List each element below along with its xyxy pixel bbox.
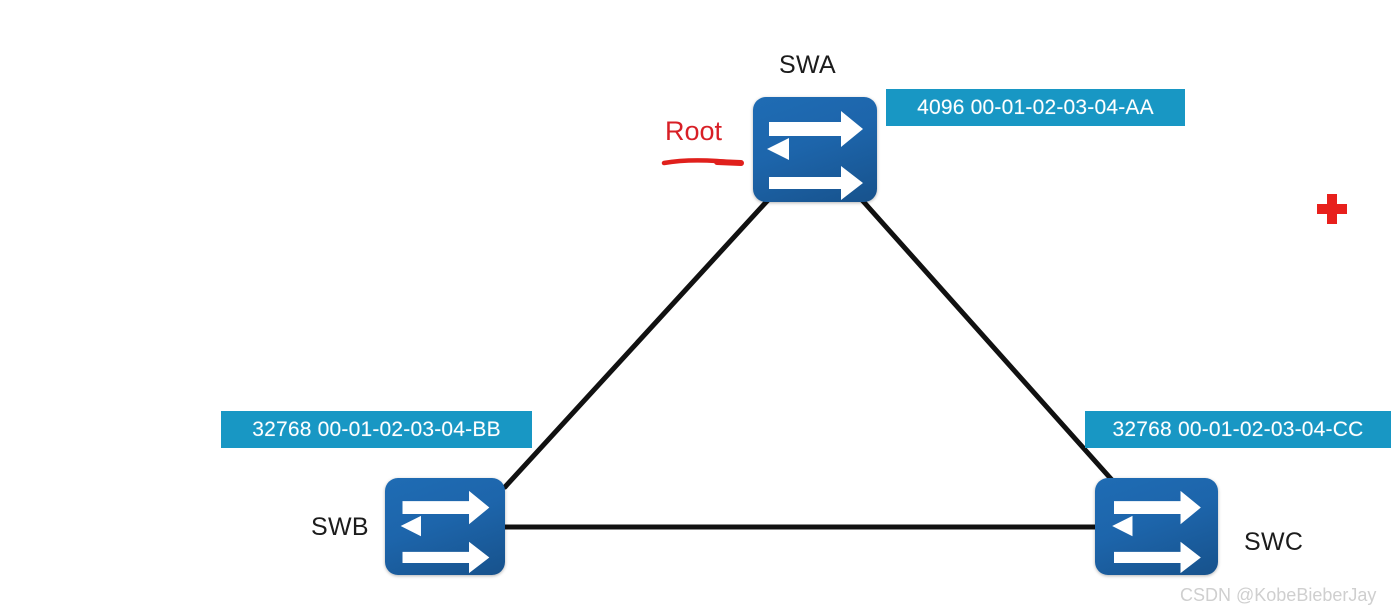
switch-node-swa[interactable]	[753, 97, 877, 202]
switch-node-swb[interactable]	[385, 478, 505, 575]
root-underline-stroke	[661, 158, 744, 166]
switch-node-swc[interactable]	[1095, 478, 1218, 575]
root-label: Root	[665, 116, 723, 146]
link-swa-swc	[859, 197, 1115, 483]
bridge-id-label-swa: 4096 00-01-02-03-04-AA	[886, 89, 1185, 126]
node-caption-swb: SWB	[311, 513, 369, 541]
link-swa-swb	[502, 197, 771, 490]
red-plus-marker-icon	[1317, 194, 1347, 224]
node-caption-swc: SWC	[1244, 528, 1304, 556]
bridge-id-label-swb: 32768 00-01-02-03-04-BB	[221, 411, 532, 448]
network-switch-icon	[400, 490, 490, 574]
root-annotation: Root	[661, 116, 744, 166]
watermark-text: CSDN @KobeBieberJay	[1180, 585, 1377, 605]
network-switch-icon	[767, 111, 863, 200]
bridge-id-label-swc: 32768 00-01-02-03-04-CC	[1085, 411, 1391, 448]
network-switch-icon	[1112, 490, 1201, 574]
node-caption-swa: SWA	[779, 51, 836, 79]
